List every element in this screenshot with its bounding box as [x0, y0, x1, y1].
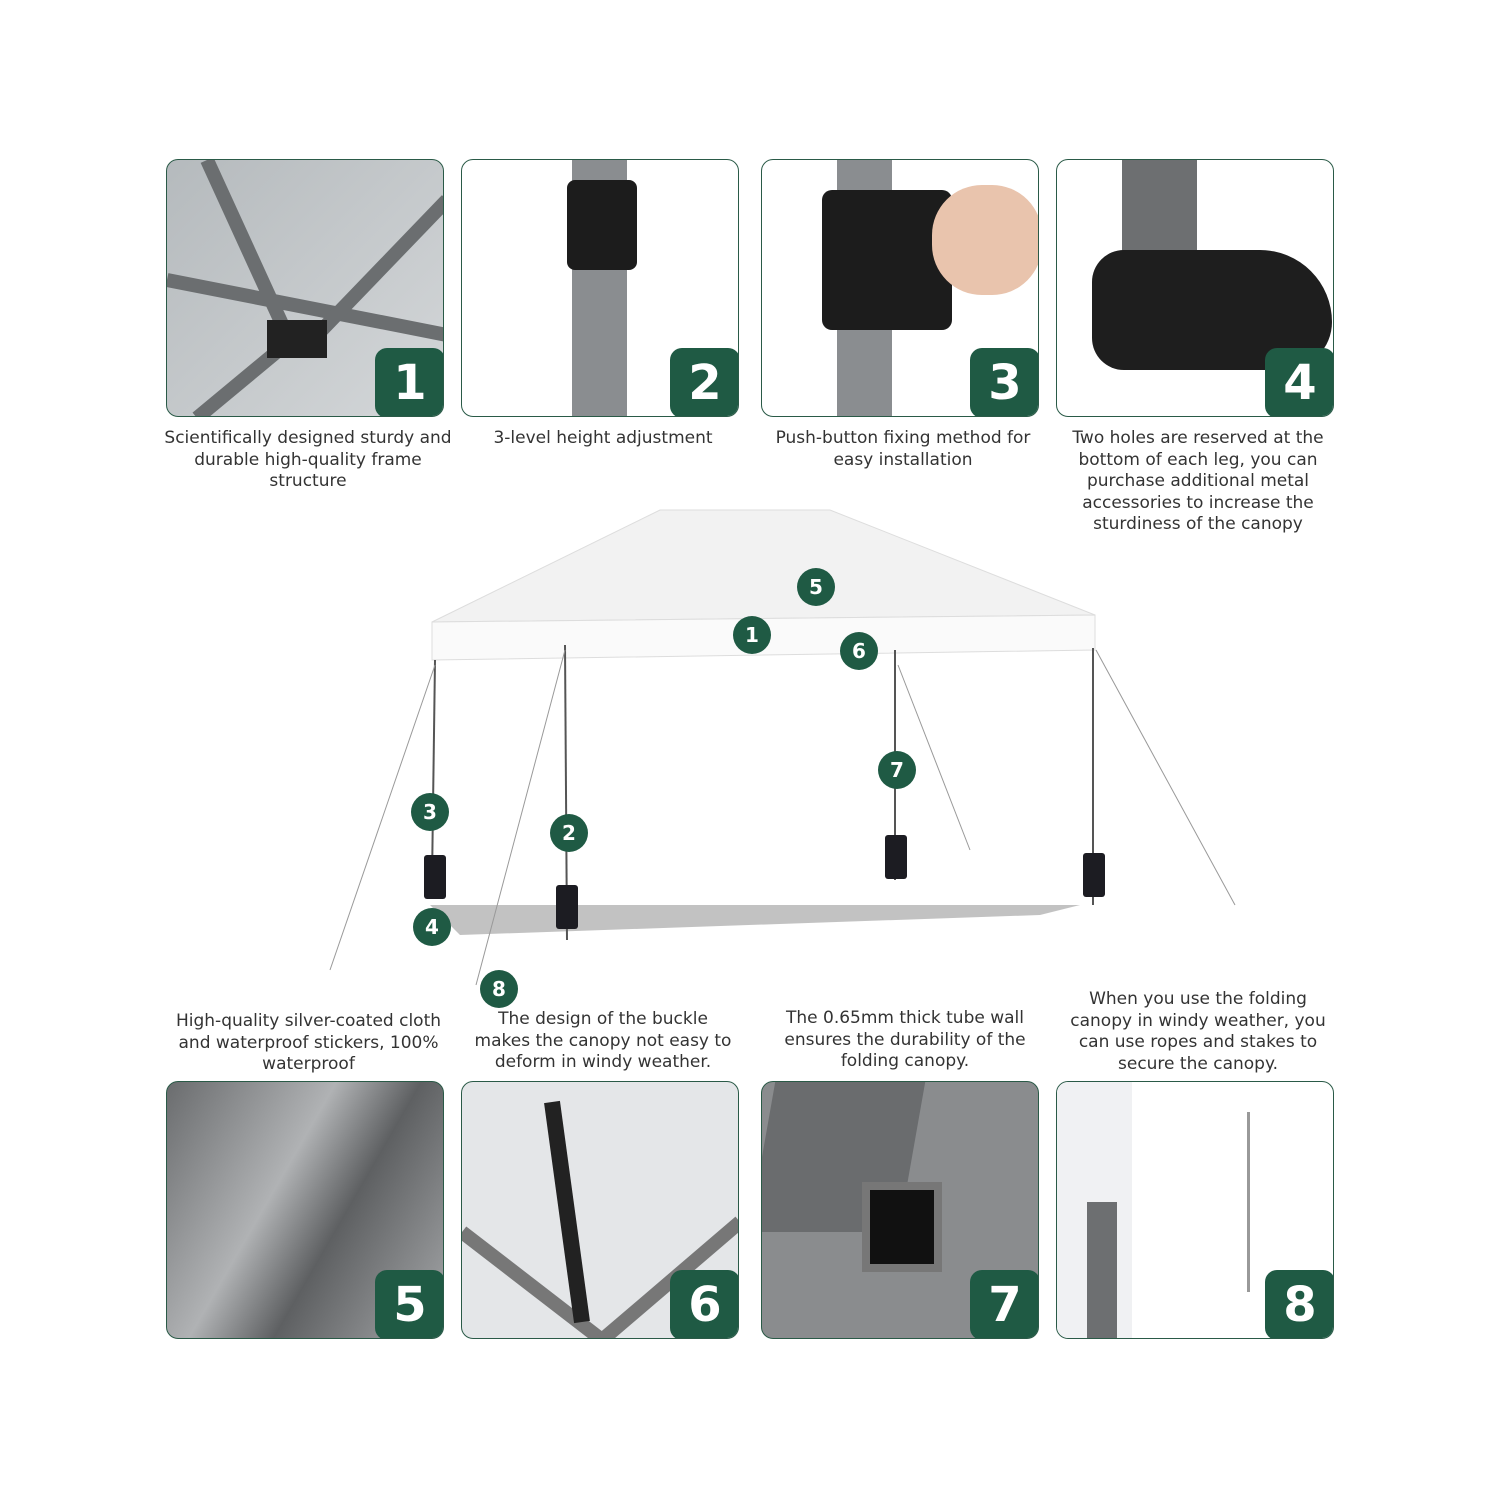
sandbag-icon — [424, 855, 446, 899]
sandbag-icon — [556, 885, 578, 929]
feature-badge: 5 — [375, 1270, 443, 1338]
feature-badge: 4 — [1265, 348, 1333, 416]
feature-caption-2: 3-level height adjustment — [493, 428, 713, 448]
sandbag-icon — [1083, 853, 1105, 897]
feature-caption-6: The design of the buckle makes the canop… — [474, 1009, 732, 1072]
feature-badge: 7 — [970, 1270, 1038, 1338]
marker-5: 5 — [797, 568, 835, 606]
tube-opening-icon — [862, 1182, 942, 1272]
feature-badge: 2 — [670, 348, 738, 416]
feature-panel-1: 1 — [166, 159, 444, 417]
feature-badge: 8 — [1265, 1270, 1333, 1338]
stake-icon — [1247, 1112, 1250, 1292]
marker-3: 3 — [411, 793, 449, 831]
sandbag-icon — [885, 835, 907, 879]
feature-panel-3: 3 — [761, 159, 1039, 417]
feature-caption-1: Scientifically designed sturdy and durab… — [164, 428, 452, 491]
feature-caption-7: The 0.65mm thick tube wall ensures the d… — [784, 1008, 1026, 1071]
marker-7: 7 — [878, 751, 916, 789]
marker-1: 1 — [733, 616, 771, 654]
feature-panel-4: 4 — [1056, 159, 1334, 417]
feature-badge: 1 — [375, 348, 443, 416]
push-button-icon — [567, 180, 637, 270]
feature-caption-5: High-quality silver-coated cloth and wat… — [175, 1011, 442, 1074]
feature-badge: 6 — [670, 1270, 738, 1338]
marker-6: 6 — [840, 632, 878, 670]
feature-caption-3: Push-button fixing method for easy insta… — [775, 428, 1031, 470]
feature-caption-8: When you use the folding canopy in windy… — [1070, 989, 1326, 1074]
feature-panel-6: 6 — [461, 1081, 739, 1339]
canopy-illustration: 5 1 6 7 3 2 4 8 — [329, 509, 1236, 1008]
marker-4: 4 — [413, 908, 451, 946]
marker-2: 2 — [550, 814, 588, 852]
feature-badge: 3 — [970, 348, 1038, 416]
push-button-icon — [822, 190, 952, 330]
marker-8: 8 — [480, 970, 518, 1008]
leg-pole — [1087, 1202, 1117, 1338]
hand-icon — [932, 185, 1038, 295]
feature-panel-7: 7 — [761, 1081, 1039, 1339]
feature-panel-2: 2 — [461, 159, 739, 417]
feature-panel-5: 5 — [166, 1081, 444, 1339]
feature-caption-4: Two holes are reserved at the bottom of … — [1072, 428, 1324, 534]
frame-joint-image — [167, 160, 443, 416]
feature-panel-8: 8 — [1056, 1081, 1334, 1339]
